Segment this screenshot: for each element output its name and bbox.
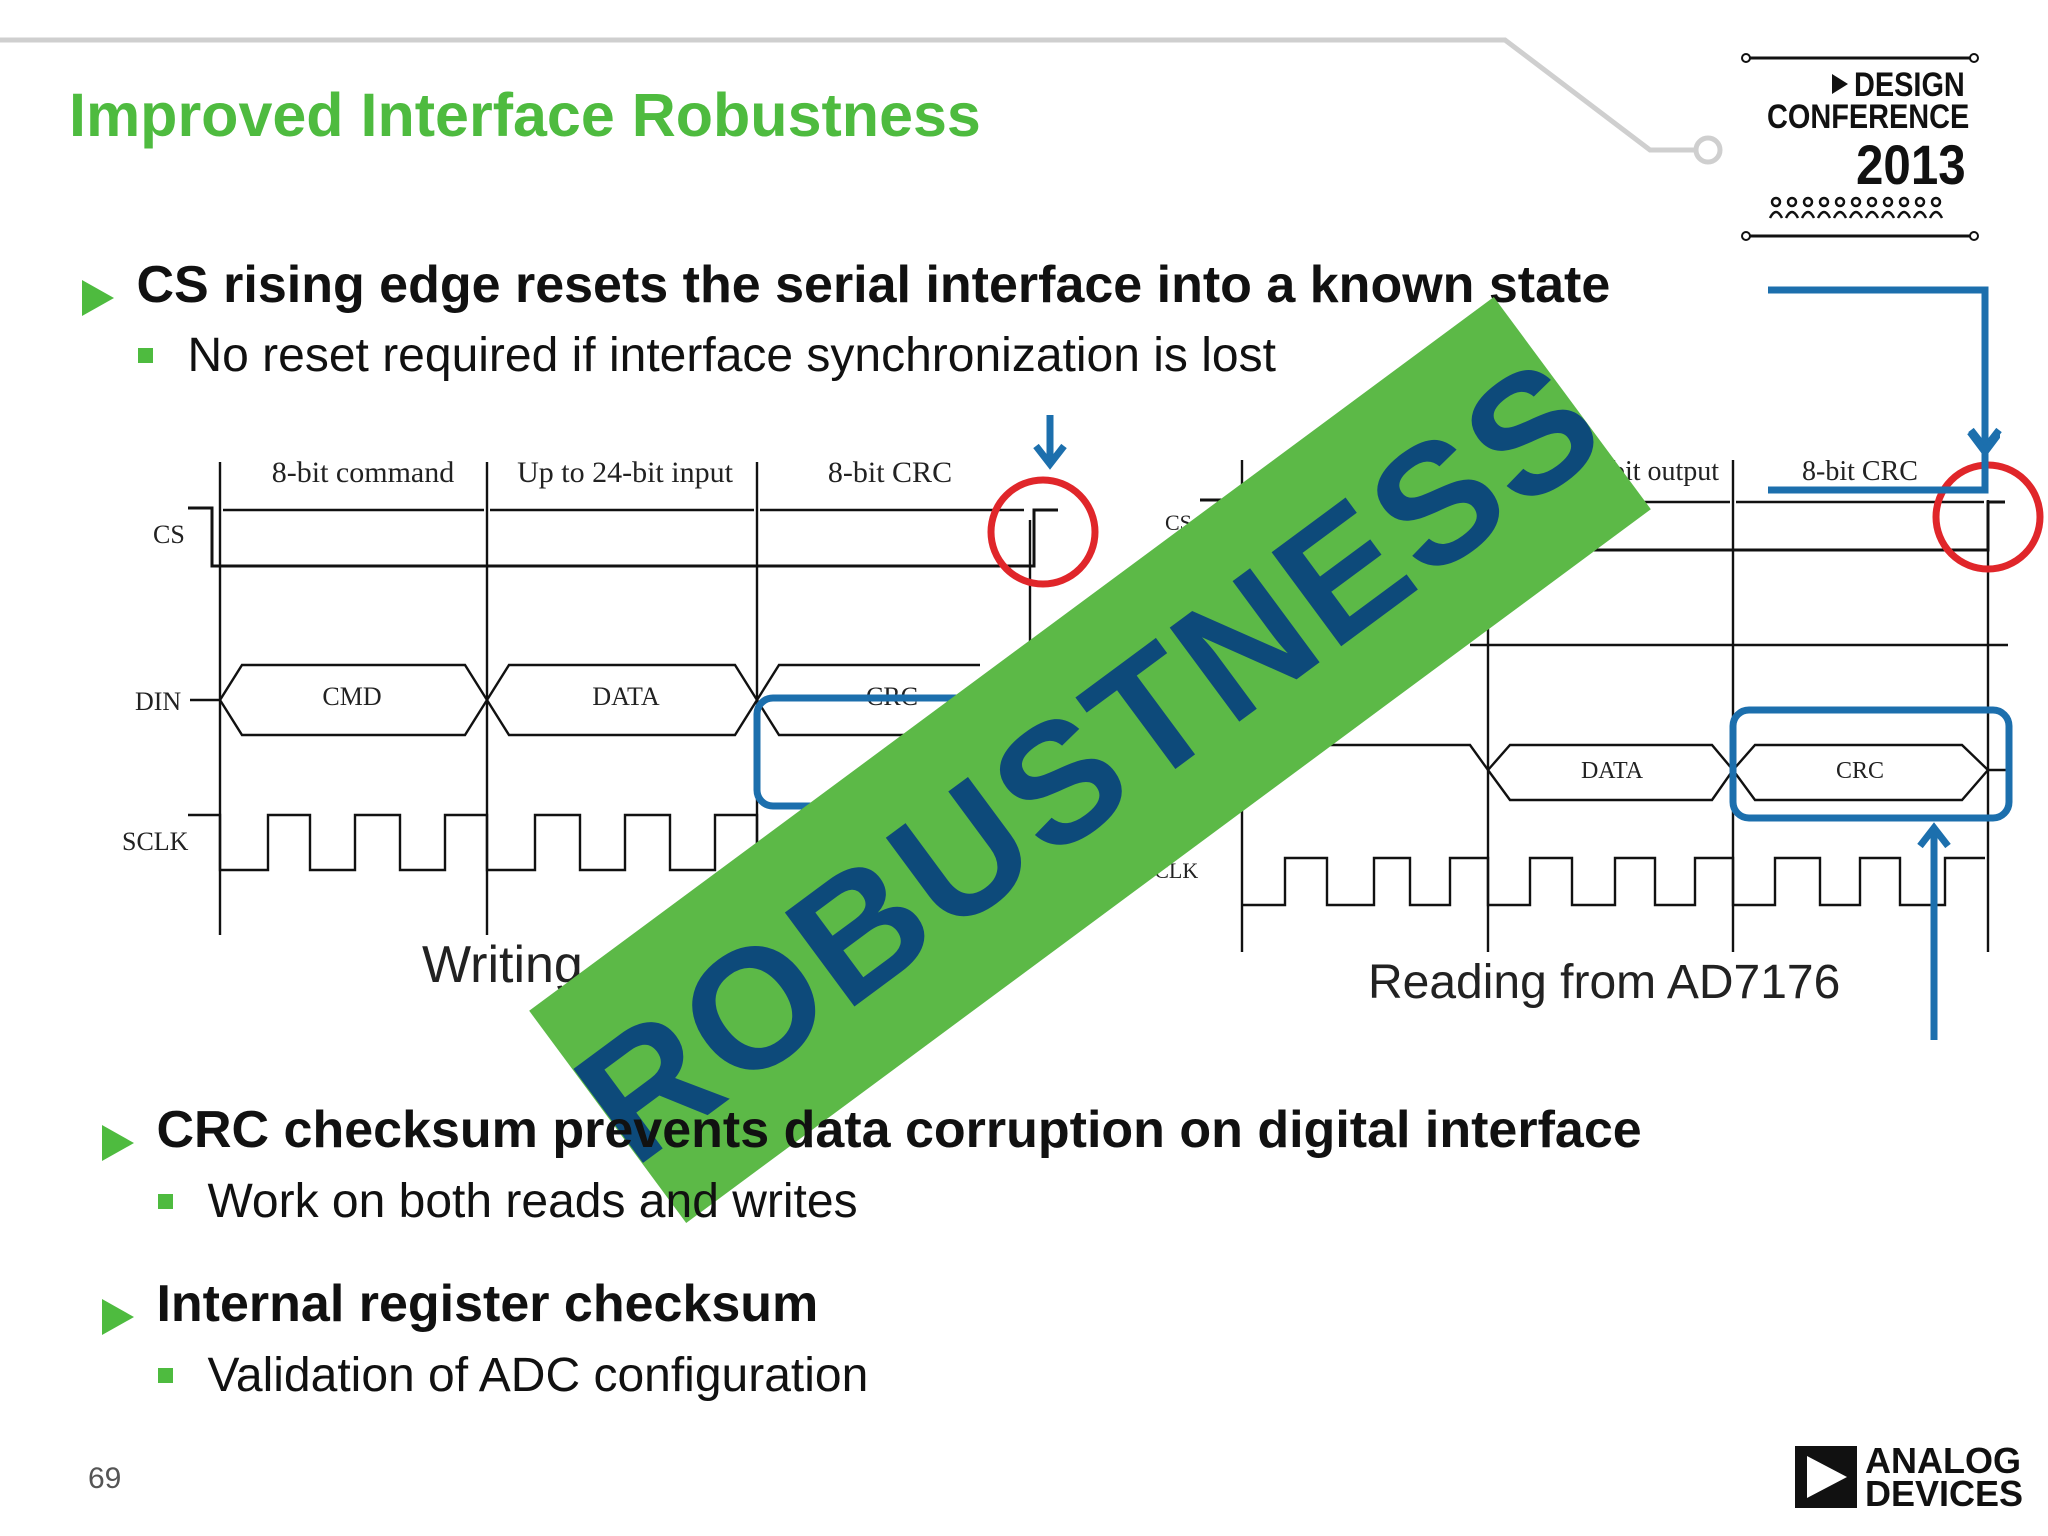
bullet-3-sub-text: Validation of ADC configuration [207,1349,869,1402]
read-segment-2: 8-bit CRC [1802,456,1918,487]
square-bullet-icon [138,348,153,363]
write-segment-3: 8-bit CRC [828,456,952,489]
write-field-cmd: CMD [322,682,381,711]
write-cs-arrow-icon [1033,415,1067,470]
bullet-2-text: CRC checksum prevents data corruption on… [156,1101,1642,1159]
write-caption: Writing [422,936,583,994]
bullet-1-text: CS rising edge resets the serial interfa… [136,256,1611,314]
read-caption: Reading from AD7176 [1368,956,1840,1009]
bullet-3-sub: Validation of ADC configuration [158,1348,868,1403]
read-field-crc: CRC [1836,758,1884,784]
conference-line1: DESIGN [1854,66,1965,104]
analog-devices-triangle-icon [1795,1446,1857,1508]
bullet-2-sub-text: Work on both reads and writes [207,1175,858,1228]
read-crc-pointer-icon [1917,822,1951,1040]
write-signal-cs: CS [153,520,185,549]
conference-year: 2013 [1856,133,1966,196]
page-number: 69 [88,1462,122,1495]
write-cs-edge-circle [987,476,1099,588]
header-decoration [0,37,1723,165]
write-timing-diagram [188,462,1058,935]
read-crc-highlight [1729,706,2013,822]
bullet-3-text: Internal register checksum [156,1275,819,1333]
design-conference-logo: DESIGN CONFERENCE 2013 [1740,52,1980,248]
bullet-1-sub: No reset required if interface synchroni… [138,328,1276,383]
square-bullet-icon [158,1194,173,1209]
bullet-connector-line [1768,286,2000,458]
read-field-data: DATA [1581,758,1644,784]
bullet-3: Internal register checksum [102,1274,818,1335]
bullet-2-sub: Work on both reads and writes [158,1174,858,1229]
logo-line1: ANALOG [1865,1440,2021,1481]
conference-line2: CONFERENCE [1767,98,1970,136]
logo-line2: DEVICES [1865,1473,2024,1514]
bullet-1: CS rising edge resets the serial interfa… [82,255,1610,316]
square-bullet-icon [158,1368,173,1383]
bullet-arrow-icon [102,1298,134,1335]
slide-title: Improved Interface Robustness [69,81,981,149]
bullet-arrow-icon [102,1124,134,1161]
write-segment-1: 8-bit command [272,456,454,489]
bullet-1-sub-text: No reset required if interface synchroni… [187,329,1276,382]
analog-devices-logo: ANALOG DEVICES [1795,1443,2023,1512]
write-signal-din: DIN [135,687,181,716]
bullet-2: CRC checksum prevents data corruption on… [102,1100,1642,1161]
write-signal-sclk: SCLK [122,827,189,856]
write-field-data: DATA [592,682,659,711]
bullet-arrow-icon [82,279,114,316]
write-segment-2: Up to 24-bit input [517,456,733,489]
